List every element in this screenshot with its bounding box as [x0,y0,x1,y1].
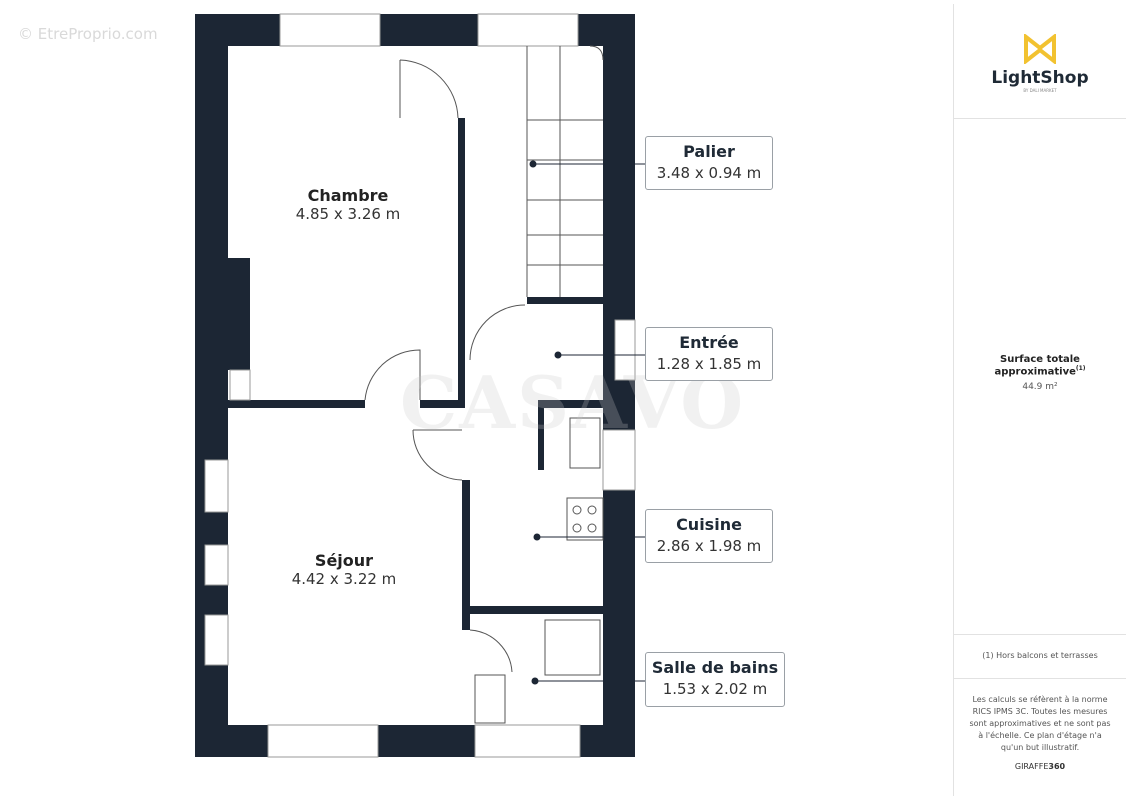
room-label-salle-de-bains: Salle de bains 1.53 x 2.02 m [645,652,785,707]
room-name: Chambre [307,186,389,205]
info-panel: LightShop BY DALI MARKET Surface totale … [953,4,1126,796]
room-dims: 2.86 x 1.98 m [656,537,762,555]
logo-text: LightShop [991,68,1089,88]
stairs [364,45,604,724]
room-dims: 4.42 x 3.22 m [291,570,397,588]
room-name: Salle de bains [651,658,779,677]
lightshop-logo-icon [1024,32,1056,66]
room-label-entree: Entrée 1.28 x 1.85 m [645,327,773,381]
room-label-palier: Palier 3.48 x 0.94 m [645,136,773,190]
logo-subtext: BY DALI MARKET [1023,88,1057,93]
giraffe360-brand: GIRAFFE360 [954,762,1126,771]
surface-value: 44.9 m² [1022,382,1058,393]
surface-footnote-ref: (1) [1075,365,1086,372]
brand-text: GIRAFFE [1014,762,1049,771]
room-label-chambre: Chambre 4.85 x 3.26 m [268,186,428,223]
room-name: Palier [683,142,735,161]
room-dims: 3.48 x 0.94 m [656,164,762,182]
windows [204,13,636,758]
leader-lines [529,160,645,685]
footnote: (1) Hors balcons et terrasses [954,634,1126,679]
room-name: Séjour [314,551,374,570]
surface-section: Surface totale approximative(1) 44.9 m² [954,118,1126,635]
room-dims: 4.85 x 3.26 m [295,205,401,223]
brand-number: 360 [1048,762,1066,771]
watermark: © EtreProprio.com [18,25,158,43]
room-dims: 1.53 x 2.02 m [662,680,768,698]
room-name: Cuisine [676,515,742,534]
room-name: Entrée [679,333,739,352]
room-label-sejour: Séjour 4.42 x 3.22 m [264,551,424,588]
floor-plan [195,13,645,758]
room-label-cuisine: Cuisine 2.86 x 1.98 m [645,509,773,563]
logo-section: LightShop BY DALI MARKET [954,4,1126,119]
surface-label: Surface totale approximative [994,354,1080,378]
room-dims: 1.28 x 1.85 m [656,355,762,373]
disclaimer: Les calculs se réfèrent à la norme RICS … [969,695,1111,752]
